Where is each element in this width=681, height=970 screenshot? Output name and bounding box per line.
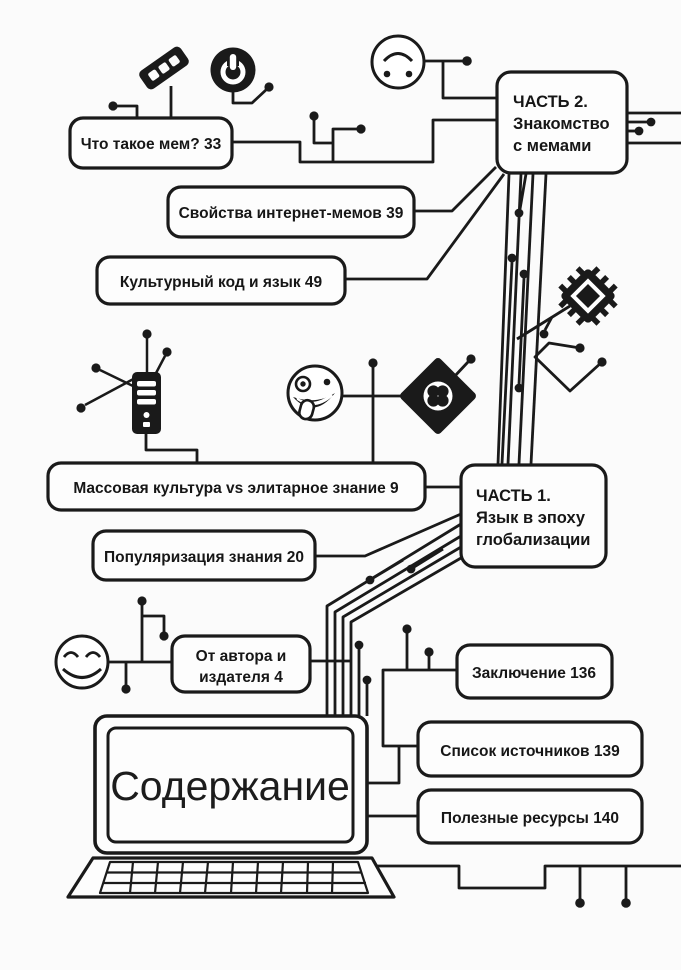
label-what-is-meme: Что такое мем? 33 [81,136,222,153]
trace-bundle-1 [496,173,511,465]
label-from-author-1: От автора и [196,648,287,665]
node-cultural-code [95,255,347,306]
trace-box1-left [113,104,139,118]
label-part2-2: Знакомство [513,115,610,133]
upside-down-smiley-icon [370,34,426,90]
trace-p1l-1 [325,522,462,716]
trace-bundle-2 [506,173,523,465]
trace-bundle-4 [529,173,548,465]
decorative-icons [54,34,618,690]
label-from-author-2: издателя 4 [199,669,283,686]
laptop-screen-inner [106,726,355,844]
trace-cluster-a [312,118,333,145]
trace-chip-zigzag [533,341,603,393]
trace-box1-part2 [232,118,497,164]
label-part2-3: с мемами [513,137,591,155]
laptop-icon: Содержание [66,714,396,899]
microchip-icon [558,266,618,326]
label-popularization: Популяризация знания 20 [104,549,304,566]
circuit-traces [76,56,681,908]
trace-chip-stub [543,316,554,331]
trace-bundle-stub2 [517,277,526,385]
trace-author-branch [142,614,166,632]
node-resources [416,788,644,845]
power-button-icon [210,47,256,93]
trace-properties-part2 [414,166,497,213]
ram-stick-icon [139,46,189,90]
label-resources: Полезные ресурсы 140 [441,810,619,827]
trace-server-ant4 [84,374,140,407]
label-sources: Список источников 139 [440,743,620,760]
label-meme-properties: Свойства интернет-мемов 39 [179,205,404,222]
chapter-nodes [46,70,644,845]
node-popularization [91,529,317,582]
label-part1-2: Язык в эпоху [476,509,586,527]
trace-p1l-4 [349,556,462,716]
trace-server-ant3 [99,368,134,388]
node-what-is-meme [68,116,234,170]
trace-chip-diag [516,304,571,341]
trace-cluster-b [331,127,359,162]
clover-chip-icon [400,358,476,434]
trace-conclusion [381,668,457,748]
smiley-face-icon [54,634,110,690]
label-part1-3: глобализации [476,531,590,549]
laptop-screen-title: Содержание [110,763,350,809]
node-part1 [459,463,608,569]
node-meme-properties [166,185,416,239]
trace-popular-part1 [315,512,462,558]
zany-face-icon [286,364,344,422]
label-part1-1: ЧАСТЬ 1. [476,487,551,505]
trace-bundle-5 [500,261,514,465]
trace-p1l-3 [341,545,462,716]
server-robot-icon [132,372,161,434]
label-part2-1: ЧАСТЬ 2. [513,93,588,111]
trace-bundle-stub1 [518,173,528,210]
node-sources [416,720,644,778]
node-conclusion [455,643,614,700]
node-mass-culture [46,461,427,512]
label-conclusion: Заключение 136 [472,665,596,682]
label-cultural-code: Культурный код и язык 49 [120,274,323,291]
chapter-labels: Что такое мем? 33 ЧАСТЬ 2. Знакомство с … [73,93,620,827]
trace-cultural-part2 [345,173,506,281]
trace-server-mass [144,433,199,462]
trace-bundle-3 [517,173,535,465]
trace-server-ant2 [153,355,167,376]
trace-p1l-stub2 [372,558,404,580]
trace-bottom [376,864,681,890]
node-part2 [495,70,629,175]
laptop-keyboard [98,860,370,895]
trace-p1l-stub1 [413,547,444,569]
label-mass-culture: Массовая культура vs элитарное знание 9 [73,480,399,497]
trace-p1l-2 [333,534,462,716]
trace-power-stem [231,87,268,105]
trace-smiley-part2 [441,61,497,100]
node-from-author [170,634,312,694]
trace-sources-laptop [367,746,401,785]
